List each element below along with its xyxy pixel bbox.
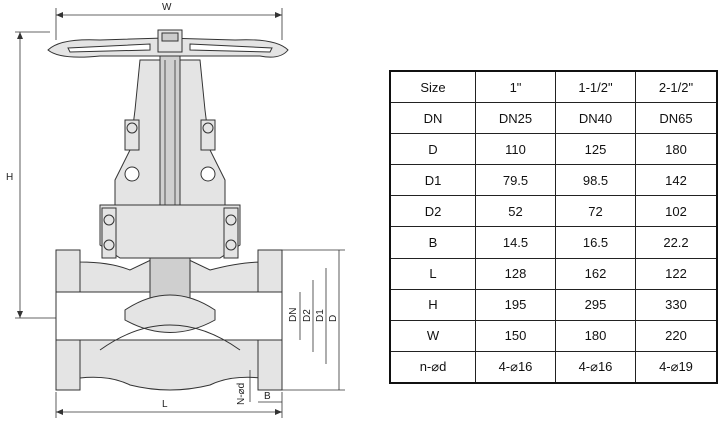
header-cell: 1" [475,70,556,104]
table-cell: 110 [475,133,556,166]
label-dn: DN [288,308,299,322]
label-d2: D2 [302,309,313,322]
table-row: H 195 295 330 [389,288,718,321]
table-row: n-⌀d 4-⌀16 4-⌀16 4-⌀19 [389,350,718,384]
table-cell: D1 [389,164,476,197]
table-cell: 122 [635,257,718,290]
table-cell: 150 [475,319,556,352]
table-row: B 14.5 16.5 22.2 [389,226,718,259]
valve-drawing: W H L DN D2 D1 D N-⌀d B [6,2,345,418]
label-l: L [162,399,168,410]
table-cell: 180 [555,319,636,352]
table-cell: 102 [635,195,718,228]
table-cell: D [389,133,476,166]
table-cell: 98.5 [555,164,636,197]
table-cell: 162 [555,257,636,290]
table-row: D 110 125 180 [389,133,718,166]
spec-table: Size 1" 1-1/2" 2-1/2" DN DN25 DN40 DN65 … [389,70,718,384]
table-row: W 150 180 220 [389,319,718,352]
table-cell: 4-⌀16 [475,350,556,384]
table-cell: 4-⌀16 [555,350,636,384]
table-cell: DN65 [635,102,718,135]
table-cell: B [389,226,476,259]
label-d: D [328,315,339,322]
table-cell: 79.5 [475,164,556,197]
table-cell: 180 [635,133,718,166]
table-cell: 128 [475,257,556,290]
table-header-row: Size 1" 1-1/2" 2-1/2" [389,70,718,104]
header-cell: 1-1/2" [555,70,636,104]
table-cell: 22.2 [635,226,718,259]
table-row: DN DN25 DN40 DN65 [389,102,718,135]
table-cell: W [389,319,476,352]
table-cell: D2 [389,195,476,228]
table-cell: H [389,288,476,321]
table-cell: DN40 [555,102,636,135]
table-cell: 14.5 [475,226,556,259]
table-row: D1 79.5 98.5 142 [389,164,718,197]
table-cell: 16.5 [555,226,636,259]
table-cell: DN25 [475,102,556,135]
table-cell: 142 [635,164,718,197]
table-cell: 220 [635,319,718,352]
table-row: L 128 162 122 [389,257,718,290]
label-b: B [264,391,271,402]
bonnet [99,204,241,259]
label-w: W [162,2,172,13]
table-cell: 125 [555,133,636,166]
label-h: H [6,172,13,183]
table-cell: 72 [555,195,636,228]
table-cell: 4-⌀19 [635,350,718,384]
header-cell: Size [389,70,476,104]
label-d1: D1 [315,309,326,322]
table-cell: 295 [555,288,636,321]
label-bolt: N-⌀d [236,383,247,405]
table-cell: 330 [635,288,718,321]
table-cell: n-⌀d [389,350,476,384]
table-cell: 195 [475,288,556,321]
table-cell: 52 [475,195,556,228]
table-row: D2 52 72 102 [389,195,718,228]
table-cell: L [389,257,476,290]
header-cell: 2-1/2" [635,70,718,104]
table-cell: DN [389,102,476,135]
